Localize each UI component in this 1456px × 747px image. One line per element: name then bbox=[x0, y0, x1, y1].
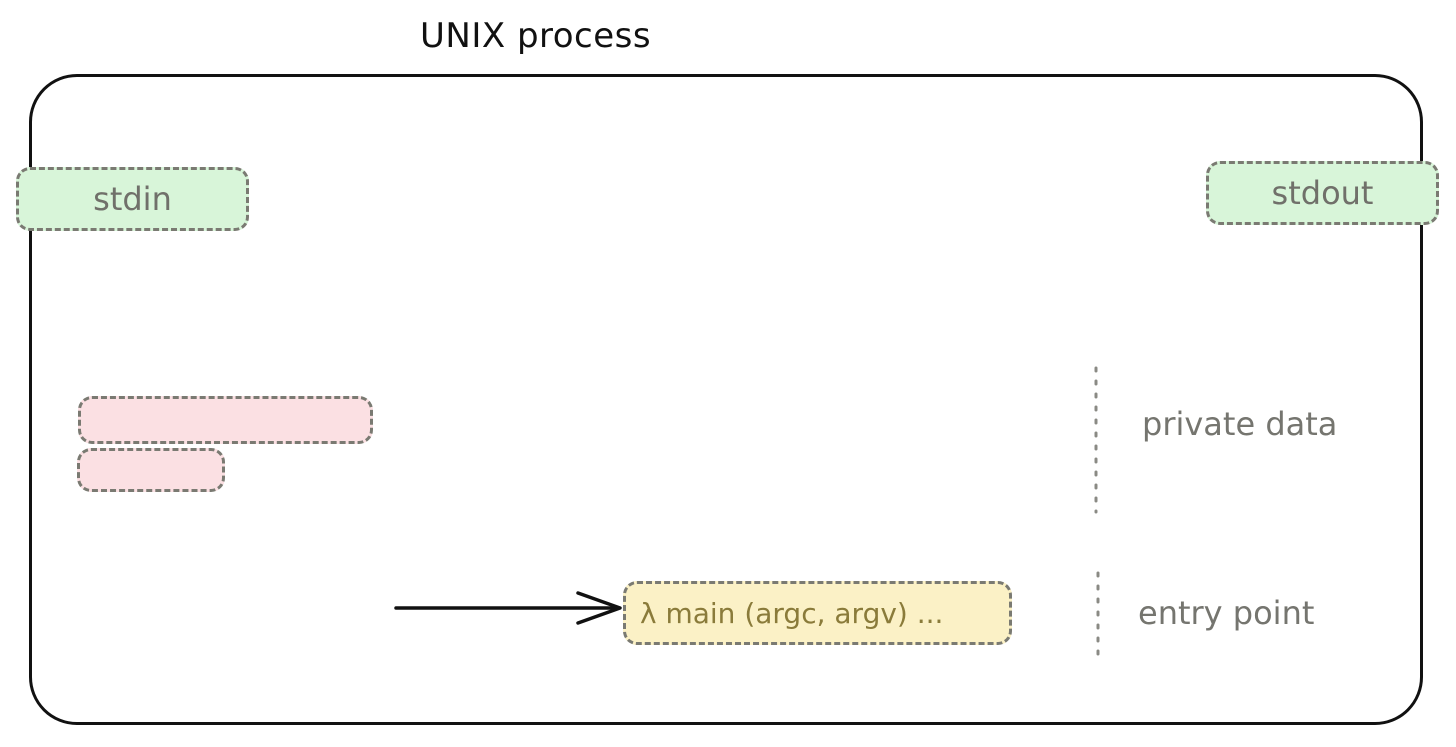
stdin-stream-box: stdin bbox=[16, 167, 249, 231]
arrow-icon bbox=[394, 591, 622, 625]
diagram-title: UNIX process bbox=[420, 16, 652, 56]
stdout-stream-box: stdout bbox=[1206, 161, 1439, 225]
private-data-block-2 bbox=[77, 448, 225, 492]
private-data-label: private data bbox=[1142, 405, 1338, 443]
private-data-block-1 bbox=[78, 396, 373, 444]
unix-process-box bbox=[29, 74, 1423, 725]
stdout-label: stdout bbox=[1271, 174, 1374, 212]
main-function-box: λ main (argc, argv) ... bbox=[623, 581, 1012, 645]
stdin-label: stdin bbox=[93, 180, 172, 218]
entry-point-label: entry point bbox=[1138, 594, 1315, 632]
main-function-text: λ main (argc, argv) ... bbox=[640, 596, 944, 630]
